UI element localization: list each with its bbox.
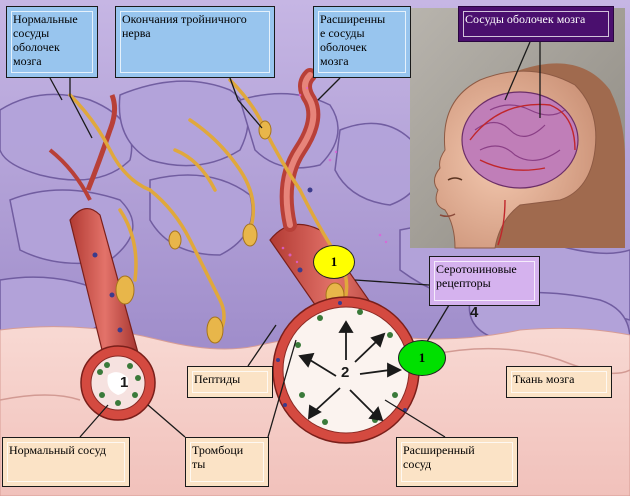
label-brain-tissue: Ткань мозга bbox=[506, 366, 612, 398]
normal-vessel-cross-section bbox=[80, 345, 156, 421]
label-dilated-meningeal-vessels: Расширенны е сосуды оболочек мозга bbox=[313, 6, 411, 78]
receptor-badge-green: 1 bbox=[398, 340, 446, 376]
label-normal-meningeal-vessels: Нормальные сосуды оболочек мозга bbox=[6, 6, 98, 78]
label-normal-vessel: Нормальный сосуд bbox=[2, 437, 130, 487]
nerve-swellings bbox=[115, 120, 345, 344]
marker-tissue: 4 bbox=[470, 304, 479, 321]
dilated-vessel-cross-section bbox=[272, 296, 420, 444]
label-dilated-vessel: Расширенный сосуд bbox=[396, 437, 518, 487]
label-peptides: Пептиды bbox=[187, 366, 273, 398]
leader-lines bbox=[49, 41, 541, 438]
marker-dilated-lumen: 2 bbox=[341, 364, 350, 381]
peptide-spray bbox=[281, 86, 388, 264]
label-serotonin-receptors: Серотониновые рецепторы bbox=[429, 256, 540, 306]
label-meningeal-vessels: Сосуды оболочек мозга bbox=[458, 6, 614, 42]
label-trigeminal-endings: Окончания тройничного нерва bbox=[115, 6, 275, 78]
head-inset bbox=[410, 8, 625, 249]
label-platelets: Тромбоци ты bbox=[185, 437, 269, 487]
inset-vessels bbox=[469, 103, 576, 246]
pressure-arrows bbox=[298, 320, 403, 422]
marker-normal-lumen: 1 bbox=[120, 374, 129, 391]
receptor-badge-yellow: 1 bbox=[313, 245, 355, 279]
